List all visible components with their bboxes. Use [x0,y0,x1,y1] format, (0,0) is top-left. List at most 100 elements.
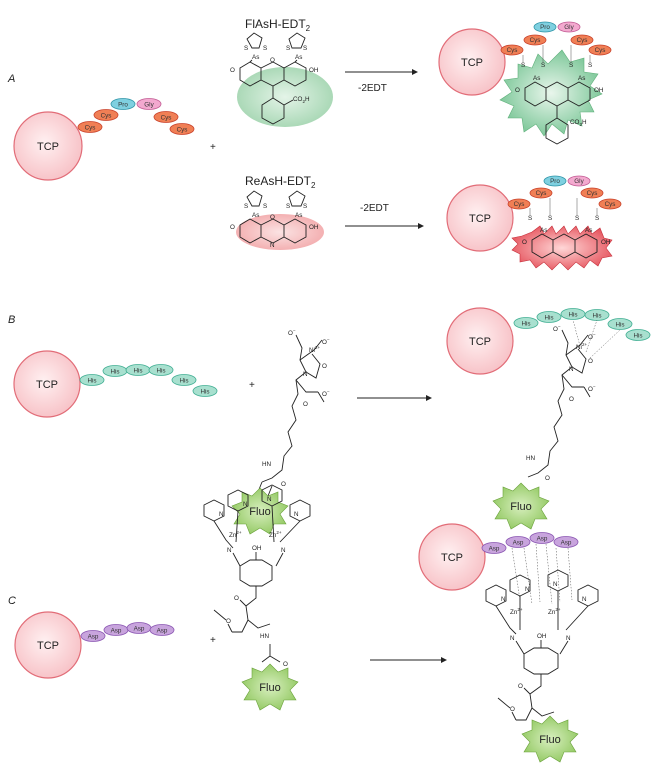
arrow-a-bottom: -2EDT [345,203,424,229]
residue-cys: Cys [93,109,119,121]
reash-title: ReAsH-EDT2 [245,174,316,190]
svg-text:HN: HN [260,633,270,640]
co2h-label: CO2H [293,96,310,104]
svg-text:N: N [281,547,286,554]
svg-text:O: O [234,595,239,602]
residue-asp: Asp [553,536,579,548]
svg-text:Asp: Asp [134,625,145,632]
carboxylate-o: O− [553,324,561,333]
svg-text:HN: HN [262,461,272,468]
svg-text:OH: OH [537,633,547,640]
nta-ni-reagent: O− Ni2+ O− N O O− O HN O Fluo [231,328,330,535]
residue-his: His [125,364,151,376]
carboxylate-o: O− [588,384,596,393]
svg-text:OH: OH [309,67,319,74]
svg-text:Cys: Cys [514,201,525,208]
nickel-label: Ni2+ [309,345,320,354]
residue-his: His [560,308,586,320]
panel-c-product: TCP Asp Asp Asp Asp N N N N Zn2+ Zn2+ N … [418,523,599,763]
residue-cys: Cys [523,34,547,46]
svg-text:As: As [295,54,302,61]
residue-cys: Cys [580,187,604,199]
svg-text:OH: OH [601,239,611,246]
svg-text:N: N [510,635,515,642]
svg-text:O: O [588,358,593,365]
panel-label-c: C [8,595,16,607]
svg-text:O: O [518,683,523,690]
flash-title: FlAsH-EDT2 [245,17,311,33]
svg-text:N: N [525,586,530,593]
residue-cys: Cys [153,111,179,123]
svg-text:O: O [303,401,308,408]
plus-sign-a: + [210,142,216,153]
residue-his: His [625,329,651,341]
residue-asp: Asp [481,542,507,554]
carboxylate-o: O− [322,337,330,346]
svg-text:S: S [244,45,248,52]
residue-his: His [584,309,610,321]
residue-cys: Cys [77,121,103,133]
residue-gly: Gly [136,98,162,110]
svg-text:N: N [219,511,224,518]
svg-text:S: S [303,203,307,210]
svg-text:-2EDT: -2EDT [358,83,387,94]
panel-b-product: TCP His His His His His His O− Ni2+ O− N… [446,307,651,530]
panel-b-his-tag: His His His His His His [79,364,218,397]
svg-text:Pro: Pro [550,178,560,185]
svg-text:S: S [263,45,267,52]
svg-text:TCP: TCP [469,213,491,225]
carboxylate-o: O− [588,332,596,341]
svg-text:His: His [592,312,601,319]
svg-text:TCP: TCP [441,552,463,564]
svg-text:His: His [568,311,577,318]
zinc-label: Zn2+ [510,607,523,616]
residue-cys: Cys [529,187,553,199]
svg-text:His: His [615,321,624,328]
arrow-a-top: -2EDT [345,69,418,94]
panel-c-asp-tag: Asp Asp Asp Asp [80,622,175,642]
fluo-star [231,487,289,535]
carboxylate-o: O− [288,328,296,337]
svg-text:S: S [575,215,579,222]
nickel-label: Ni2+ [576,342,587,351]
svg-text:Cys: Cys [101,112,112,119]
panel-b-protein: TCP [13,350,81,418]
svg-text:Asp: Asp [111,627,122,634]
svg-text:N: N [566,635,571,642]
svg-text:O: O [522,239,527,246]
svg-text:O: O [281,481,286,488]
plus-sign-c: + [210,635,216,646]
svg-text:N: N [270,242,275,249]
svg-text:O: O [322,363,327,370]
svg-text:S: S [588,62,592,69]
svg-text:N: N [569,366,574,373]
residue-asp: Asp [149,624,175,636]
svg-text:-2EDT: -2EDT [360,203,389,214]
residue-his: His [607,318,633,330]
residue-his: His [79,374,105,386]
svg-text:Cys: Cys [605,201,616,208]
residue-gly: Gly [567,175,591,187]
residue-cys: Cys [588,44,612,56]
residue-asp: Asp [80,630,106,642]
svg-text:Cys: Cys [530,37,541,44]
svg-text:TCP: TCP [36,379,58,391]
fluo-label: Fluo [539,734,560,746]
svg-text:His: His [156,367,165,374]
svg-text:OH: OH [594,87,604,94]
svg-text:N: N [501,596,506,603]
panel-c-protein: TCP [14,611,82,679]
fluo-star [521,715,579,763]
svg-text:OH: OH [252,545,262,552]
residue-asp: Asp [529,532,555,544]
svg-text:Cys: Cys [587,190,598,197]
svg-text:O: O [270,57,275,64]
svg-text:O: O [226,618,231,625]
panel-label-a: A [7,73,15,85]
svg-text:S: S [263,203,267,210]
tcp-circle [13,111,83,181]
arrow-b [357,395,432,401]
flash-product: TCP O OH CO2H As As S S S S Cys Cys Pro … [438,21,612,145]
svg-text:S: S [548,215,552,222]
svg-text:Cys: Cys [577,37,588,44]
